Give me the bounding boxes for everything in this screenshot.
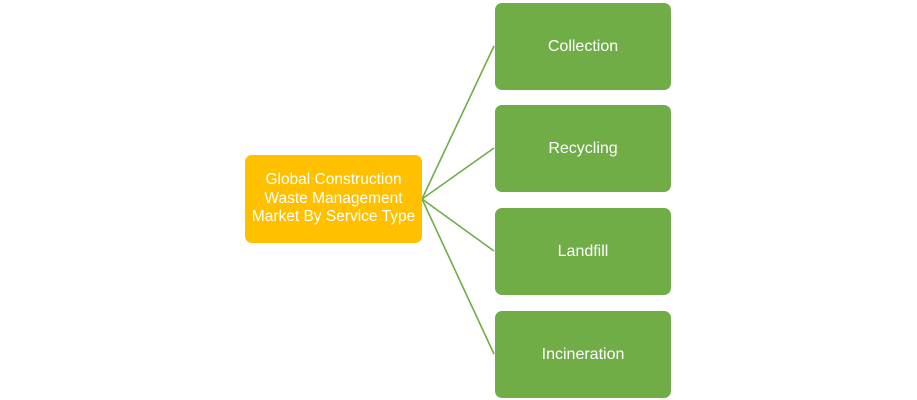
node-collection: Collection	[495, 3, 671, 90]
node-label: Incineration	[541, 345, 625, 363]
node-recycling: Recycling	[495, 105, 671, 192]
connector-landfill	[421, 198, 495, 252]
root-node-label: Global Construction Waste Management Mar…	[251, 171, 416, 226]
node-label: Landfill	[557, 242, 609, 260]
node-label: Collection	[547, 37, 619, 55]
connector-collection	[421, 45, 495, 200]
node-incineration: Incineration	[495, 311, 671, 398]
node-label: Recycling	[548, 139, 618, 157]
root-node: Global Construction Waste Management Mar…	[245, 155, 422, 243]
node-landfill: Landfill	[495, 208, 671, 295]
connector-incineration	[421, 198, 495, 355]
connector-recycling	[421, 147, 495, 200]
